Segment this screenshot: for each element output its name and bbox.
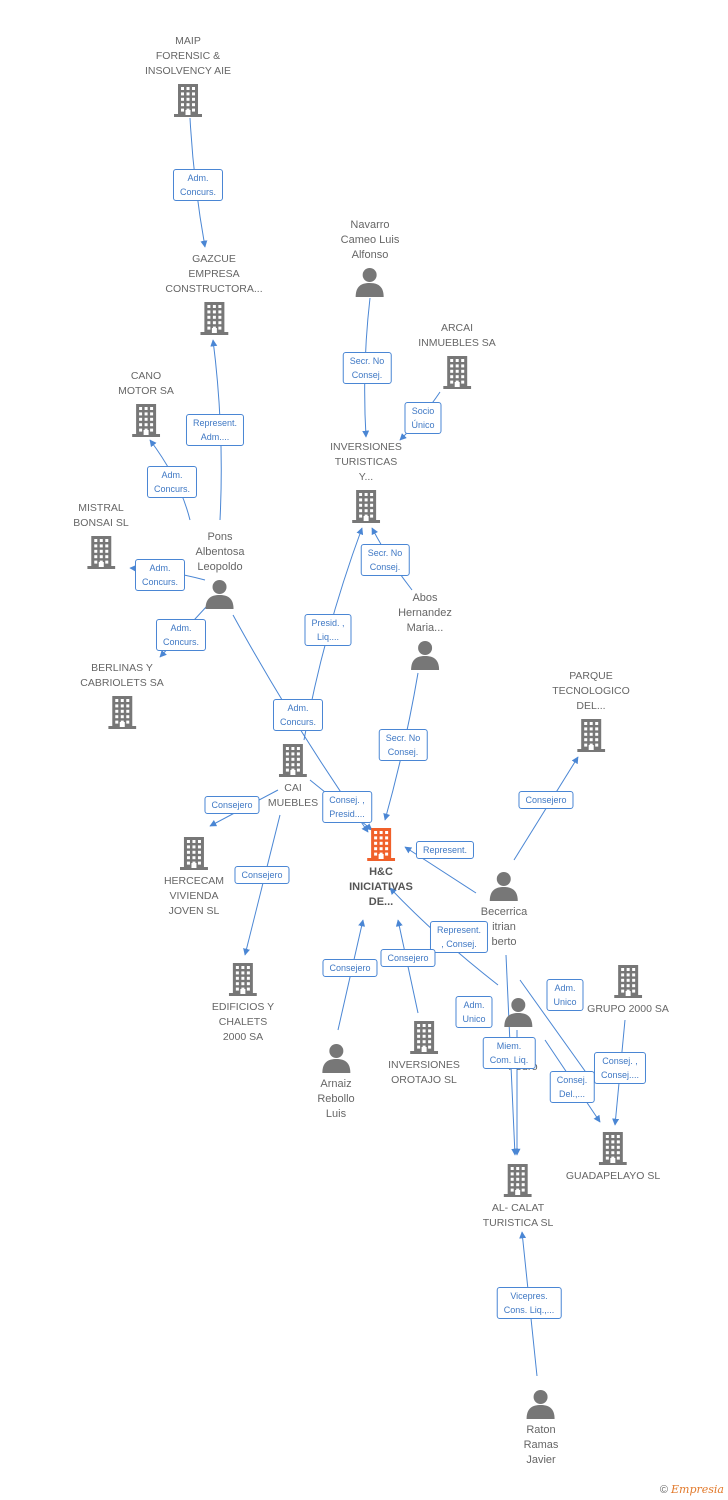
node-label: EDIFICIOS Y CHALETS 2000 SA [211, 1001, 275, 1043]
edge-label-pons-to-gazcue[interactable]: Represent. Adm.... [185, 414, 245, 446]
building-icon [180, 837, 208, 870]
node-label: CAI MUEBLES [267, 782, 319, 809]
node-maip[interactable]: MAIP FORENSIC & INSOLVENCY AIE [145, 34, 231, 117]
node-arcai[interactable]: ARCAI INMUEBLES SA [418, 321, 496, 389]
node-label: Becerrica itrian berto [480, 906, 528, 948]
node-label: H&C INICIATIVAS DE... [349, 866, 413, 908]
edge-label-pons-to-hc[interactable]: Adm. Concurs. [272, 699, 324, 731]
brand-name: Empresia [671, 1483, 724, 1496]
edge-label-becerrica-to-alcalat[interactable]: Adm. Unico [455, 996, 493, 1028]
edge-label-cai-to-hercecam[interactable]: Consejero [204, 796, 260, 814]
node-label: Arnaiz Rebollo Luis [317, 1078, 355, 1120]
building-icon [442, 356, 471, 389]
node-label: Abos Hernandez Maria... [398, 592, 452, 634]
node-orotajo[interactable]: INVERSIONES OROTAJO SL [388, 1020, 460, 1088]
person-icon [322, 1044, 350, 1073]
edge-label-abos-to-hc[interactable]: Secr. No Consej. [378, 729, 428, 761]
building-icon [132, 404, 160, 437]
edge-label-cai-to-hc[interactable]: Consej. , Presid.... [322, 791, 372, 823]
edge-label-pons-to-mistral[interactable]: Adm. Concurs. [134, 559, 186, 591]
building-icon [229, 963, 257, 996]
node-alcalat[interactable]: AL- CALAT TURISTICA SL [482, 1163, 554, 1231]
edge-label-grupo2000-to-guadapelayo[interactable]: Consej. , Consej.... [593, 1052, 647, 1084]
edge-label-becerrica-to-parque[interactable]: Consejero [518, 791, 574, 809]
building-icon [352, 490, 380, 523]
node-cai[interactable]: CAI MUEBLES [268, 743, 318, 811]
node-label: PARQUE TECNOLOGICO DEL... [552, 670, 630, 712]
building-icon [366, 828, 395, 861]
edge-becerrica-to-hc [404, 846, 477, 894]
node-gazcue[interactable]: GAZCUE EMPRESA CONSTRUCTORA... [165, 252, 263, 335]
node-edificios[interactable]: EDIFICIOS Y CHALETS 2000 SA [212, 962, 274, 1045]
node-label: Navarro Cameo Luis Alfonso [340, 219, 400, 261]
node-label: Raton Ramas Javier [523, 1424, 559, 1466]
node-label: MISTRAL BONSAI SL [73, 502, 129, 529]
person-icon [355, 268, 384, 297]
building-icon [107, 696, 136, 729]
node-berlinas[interactable]: BERLINAS Y CABRIOLETS SA [80, 661, 164, 729]
edge-label-navarro-to-invtur[interactable]: Secr. No Consej. [342, 352, 392, 384]
edge-label-pedro-to-alcalat[interactable]: Miem. Com. Liq. [482, 1037, 536, 1069]
node-guadapelayo[interactable]: GUADAPELAYO SL [566, 1131, 660, 1184]
building-icon [279, 744, 307, 777]
edge-label-arcai-to-invtur[interactable]: Socio Único [404, 402, 442, 434]
node-pons[interactable]: Pons Albentosa Leopoldo [195, 530, 245, 609]
node-invtur[interactable]: INVERSIONES TURISTICAS Y... [330, 440, 402, 523]
building-icon [173, 84, 202, 117]
node-hc[interactable]: H&C INICIATIVAS DE... [349, 827, 413, 910]
node-label: Pons Albentosa Leopoldo [195, 531, 245, 573]
node-label: GAZCUE EMPRESA CONSTRUCTORA... [165, 253, 263, 295]
edge-label-abos-to-invtur[interactable]: Secr. No Consej. [360, 544, 410, 576]
person-icon [206, 580, 234, 609]
node-label: INVERSIONES TURISTICAS Y... [330, 441, 402, 483]
building-icon [613, 965, 642, 998]
node-hercecam[interactable]: HERCECAM VIVIENDA JOVEN SL [164, 836, 224, 919]
edge-label-pedro-to-hc[interactable]: Represent. , Consej. [429, 921, 489, 953]
node-label: MAIP FORENSIC & INSOLVENCY AIE [145, 35, 231, 77]
node-label: BERLINAS Y CABRIOLETS SA [80, 662, 164, 689]
edge-label-becerrica-to-hc[interactable]: Represent. [415, 841, 475, 859]
building-icon [86, 536, 115, 569]
edge-label-cai-to-invtur[interactable]: Presid. , Liq.... [304, 614, 352, 646]
node-label: HERCECAM VIVIENDA JOVEN SL [163, 875, 225, 917]
node-label: AL- CALAT TURISTICA SL [482, 1202, 554, 1229]
building-icon [199, 302, 228, 335]
edge-label-pons-to-cano[interactable]: Adm. Concurs. [146, 466, 198, 498]
building-icon [410, 1021, 438, 1054]
node-label: CANO MOTOR SA [118, 370, 174, 397]
edge-label-maip-to-gazcue[interactable]: Adm. Concurs. [172, 169, 224, 201]
edge-label-pons-to-berlinas[interactable]: Adm. Concurs. [155, 619, 207, 651]
edge-cai-to-edificios [243, 814, 281, 956]
node-abos[interactable]: Abos Hernandez Maria... [398, 591, 452, 670]
person-icon [490, 872, 518, 901]
node-grupo2000[interactable]: GRUPO 2000 SA [587, 964, 669, 1017]
person-icon [503, 998, 532, 1027]
node-parque[interactable]: PARQUE TECNOLOGICO DEL... [552, 669, 630, 752]
person-icon [410, 641, 439, 670]
node-label: INVERSIONES OROTAJO SL [388, 1059, 460, 1086]
edge-label-orotajo-to-hc[interactable]: Consejero [380, 949, 436, 967]
edge-label-arnaiz-to-hc[interactable]: Consejero [322, 959, 378, 977]
node-arnaiz[interactable]: Arnaiz Rebollo Luis [317, 1043, 355, 1122]
building-icon [503, 1164, 532, 1197]
node-cano[interactable]: CANO MOTOR SA [118, 369, 174, 437]
footer-brand: © Empresia [660, 1483, 724, 1496]
node-becerrica[interactable]: Becerrica itrian berto [481, 871, 527, 950]
node-raton[interactable]: Raton Ramas Javier [523, 1389, 559, 1468]
node-label: GUADAPELAYO SL [565, 1170, 661, 1182]
edge-label-cai-to-edificios[interactable]: Consejero [234, 866, 290, 884]
node-mistral[interactable]: MISTRAL BONSAI SL [73, 501, 129, 569]
person-icon [527, 1390, 555, 1419]
edge-label-pedro-to-guadapelayo[interactable]: Consej. Del.,... [549, 1071, 595, 1103]
node-label: ARCAI INMUEBLES SA [418, 322, 496, 349]
building-icon [577, 719, 605, 752]
edge-pedro-to-guadapelayo [519, 979, 591, 1079]
copyright-mark: © [659, 1484, 668, 1496]
building-icon [599, 1132, 627, 1165]
node-navarro[interactable]: Navarro Cameo Luis Alfonso [340, 218, 400, 297]
node-label: GRUPO 2000 SA [587, 1003, 669, 1015]
edge-label-raton-to-alcalat[interactable]: Vicepres. Cons. Liq.,... [496, 1287, 562, 1319]
edge-label-pedro-to-guadapelayo[interactable]: Adm. Unico [546, 979, 584, 1011]
